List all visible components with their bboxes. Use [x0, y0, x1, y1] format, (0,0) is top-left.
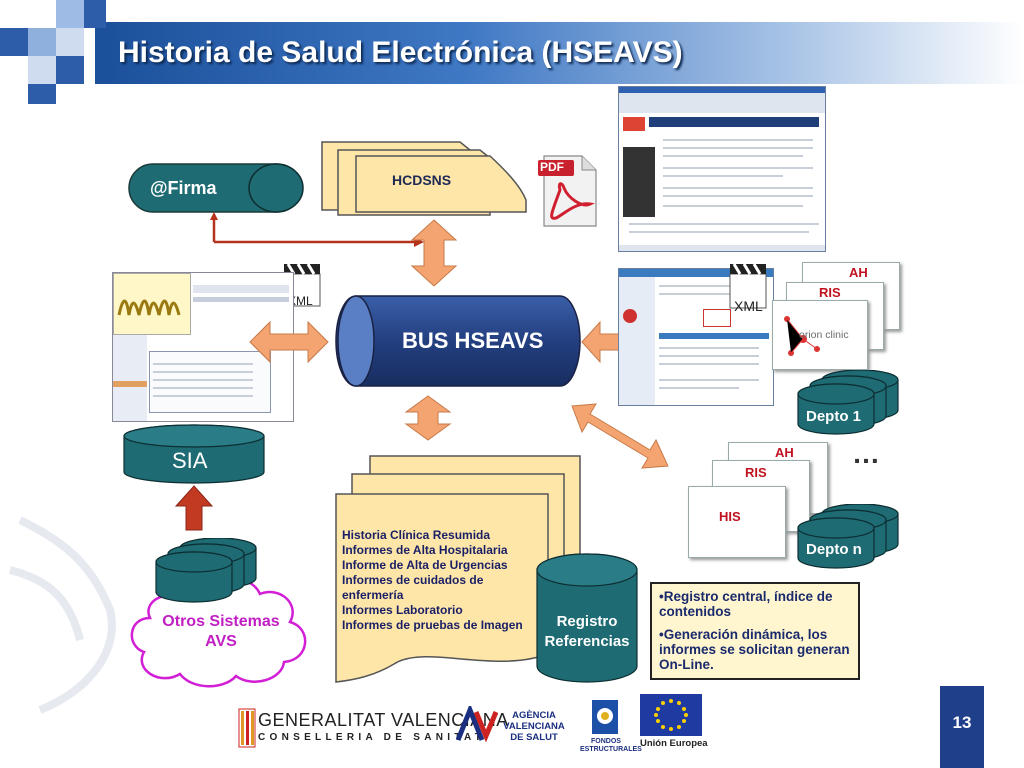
header-square	[28, 84, 56, 104]
fondos-line: FONDOS	[591, 738, 621, 745]
orion-network-icon	[784, 316, 820, 356]
history-items-list: Historia Clínica Resumida Informes de Al…	[342, 528, 523, 633]
otros-drum-stack	[155, 538, 257, 603]
hcdsns-browser-screenshot	[618, 86, 826, 252]
xml-label-right: XML	[734, 298, 763, 314]
orion-clinic-logo-text: orion clinic	[799, 329, 849, 341]
otros-sistemas-label: Otros Sistemas AVS	[156, 612, 286, 652]
hcdsns-document-stack	[321, 141, 527, 216]
header-square	[56, 0, 84, 28]
abucasis-logo	[117, 299, 181, 316]
card-orion-logo: orion clinic	[772, 300, 868, 370]
avs-logo-text: AGÈNCIA VALENCIANA DE SALUT	[500, 710, 568, 743]
fondos-text: FONDOS ESTRUCTURALES	[580, 738, 642, 754]
ellipsis: …	[852, 438, 880, 469]
registro-line-1: Registro	[556, 613, 618, 630]
page-title: Historia de Salud Electrónica (HSEAVS)	[118, 36, 683, 69]
gva-line1: GENERALITAT VALENCIANA	[258, 710, 509, 730]
info-box: •Registro central, índice de contenidos …	[650, 582, 860, 680]
registro-line-2: Referencias	[544, 633, 630, 650]
history-item: Informes de cuidados de	[342, 573, 484, 587]
info-bullet: •Registro central, índice de contenidos	[659, 589, 833, 619]
history-item: Historia Clínica Resumida	[342, 528, 491, 542]
history-item: Informe de Alta de Urgencias	[342, 558, 508, 572]
header-square	[0, 28, 28, 56]
fondos-line: ESTRUCTURALES	[580, 746, 642, 753]
depton-drum-stack	[797, 504, 899, 569]
gva-shield-icon	[238, 708, 256, 748]
header-band	[95, 22, 1024, 84]
info-bullet: •Generación dinámica, los informes se so…	[659, 627, 850, 672]
xml-label-left: XML	[288, 294, 313, 308]
header-square	[84, 0, 106, 28]
depto1-label: Depto 1	[806, 408, 862, 425]
arrow-otros-sia	[174, 485, 214, 531]
avs-line: VALENCIANA	[503, 721, 565, 732]
gva-line2: CONSELLERIA DE SANITAT	[258, 732, 486, 743]
registro-referencias-label: Registro Referencias	[538, 612, 636, 652]
registro-referencias-drum	[536, 553, 638, 683]
hcdsns-label: HCDSNS	[392, 172, 452, 188]
arrow-bus-depts	[571, 403, 669, 469]
eu-flag-icon	[640, 694, 702, 736]
arrow-bus-history	[404, 395, 452, 441]
page-number: 13	[940, 686, 984, 768]
otros-line-1: Otros Sistemas	[162, 613, 280, 630]
bus-hseavs-label: BUS HSEAVS	[402, 328, 544, 353]
orion-clinic-screenshot	[618, 268, 774, 406]
sia-label: SIA	[172, 448, 208, 473]
header-square	[28, 56, 56, 84]
avs-logo-icon	[456, 706, 498, 742]
avs-line: AGÈNCIA	[512, 710, 556, 721]
firma-label: @Firma	[150, 178, 217, 198]
history-item: Informes Laboratorio	[342, 603, 463, 617]
firma-pill	[128, 163, 304, 213]
depto1-drum-stack	[797, 370, 899, 435]
sia-drum	[123, 424, 265, 484]
eu-label: Unión Europea	[640, 738, 708, 749]
header-square	[28, 28, 56, 56]
header-square	[56, 56, 84, 84]
xml-icon-right	[729, 263, 767, 309]
arrow-bus-hcdsns	[410, 219, 458, 287]
depton-label: Depto n	[806, 541, 862, 558]
pdf-label: PDF	[540, 160, 564, 174]
header-square	[56, 28, 84, 56]
arrow-bus-left	[249, 320, 329, 364]
bus-hseavs-cylinder	[335, 295, 581, 387]
avs-line: DE SALUT	[510, 732, 558, 743]
watermark-emblem	[9, 516, 116, 714]
history-document-stack	[335, 455, 581, 683]
history-item: enfermería	[342, 588, 404, 602]
fondos-estructurales-icon	[592, 700, 618, 734]
otros-line-2: AVS	[205, 633, 237, 650]
firma-to-hcdsns-arrow	[210, 212, 424, 247]
history-item: Informes de pruebas de Imagen	[342, 618, 523, 632]
history-item: Informes de Alta Hospitalaria	[342, 543, 508, 557]
pdf-icon	[538, 155, 597, 227]
card-his-bottom: HIS	[688, 486, 786, 558]
